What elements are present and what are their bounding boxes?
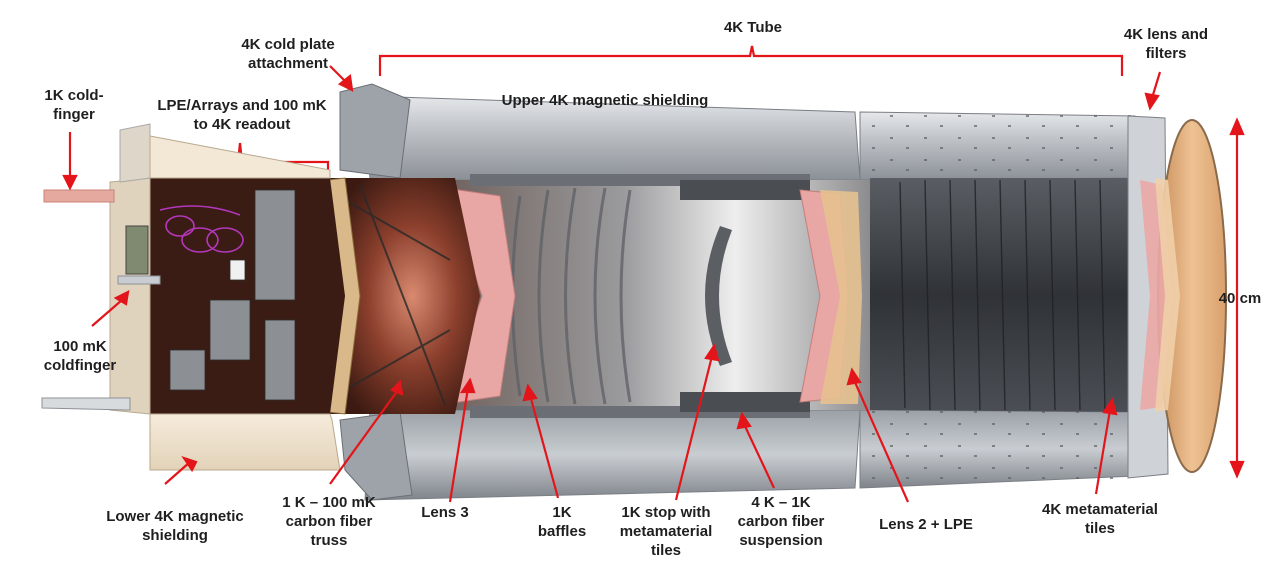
label-lower-4k-magnetic-shielding: Lower 4K magnetic shielding (106, 508, 244, 544)
label-1k-cold-finger: 1K cold- finger (44, 87, 104, 123)
label-4k-cold-plate-attachment: 4K cold plate attachment (241, 36, 335, 72)
label-carbon-fiber-suspension: 4 K – 1K carbon fiber suspension (737, 494, 825, 549)
label-4k-tube: 4K Tube (723, 19, 783, 36)
label-4k-lens-and-filters: 4K lens and filters (1123, 26, 1209, 62)
label-lens-2-lpe: Lens 2 + LPE (879, 516, 973, 533)
label-100mk-coldfinger: 100 mK coldfinger (43, 338, 117, 374)
label-carbon-fiber-truss: 1 K – 100 mK carbon fiber truss (282, 494, 376, 549)
label-upper-4k-magnetic-shielding: Upper 4K magnetic shielding (501, 92, 709, 109)
label-lpe-arrays-readout: LPE/Arrays and 100 mK to 4K readout (157, 97, 327, 133)
label-lens-3: Lens 3 (421, 504, 469, 521)
label-40cm-dimension: 40 cm (1218, 290, 1262, 307)
label-1k-stop-metamaterial: 1K stop with metamaterial tiles (619, 504, 713, 559)
label-4k-metamaterial-tiles: 4K metamaterial tiles (1042, 501, 1158, 537)
label-1k-baffles: 1K baffles (537, 504, 587, 540)
